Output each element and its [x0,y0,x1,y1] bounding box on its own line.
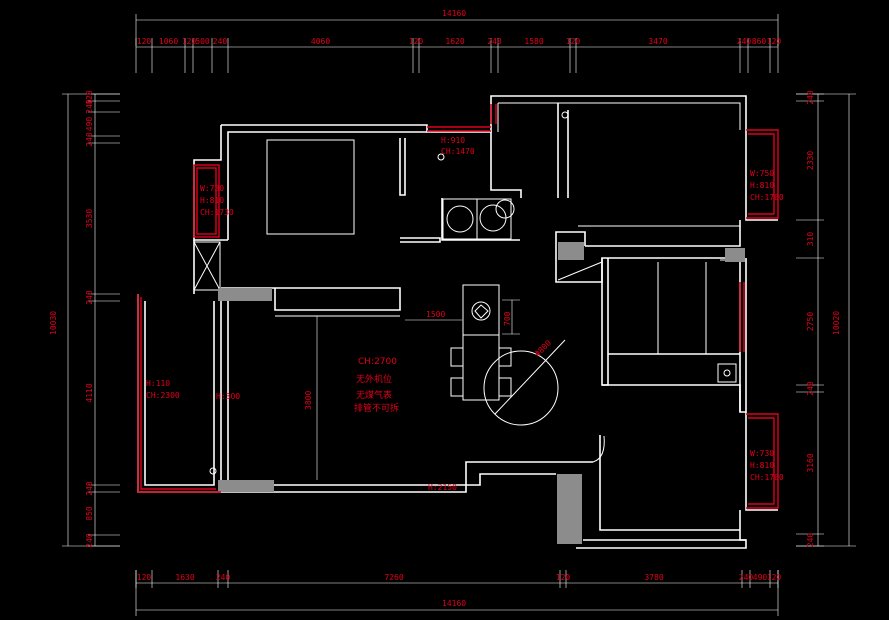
right-dimension-chain: 10020 240 2330 310 2750 240 3160 240 [796,90,856,547]
bottom-total-dimension: 14160 [442,599,466,608]
no-gas-annotation: 无煤气表 [356,389,392,401]
dryer [476,198,512,240]
top-segment-label: 120 [767,37,782,46]
top-segment-label: 240 [487,37,502,46]
windows [137,104,779,509]
bottom-segment-label: 7260 [384,573,403,582]
right-total-dimension: 10020 [832,311,841,335]
furniture [209,111,737,475]
top-total-dimension: 14160 [442,9,466,18]
left-segment-label: 850 [85,506,94,521]
ceiling-height-annotation: CH:2700 [358,357,397,367]
floor-height-annotation: H:2150 [428,483,457,492]
bottom-segment-label: 120 [556,573,571,582]
bottom-segment-label: 120 [767,573,782,582]
top-segment-label: 4060 [311,37,330,46]
top-segment-label: 120 [182,37,197,46]
no-ac-annotation: 无外机位 [356,373,392,385]
left-segment-label: 240 [85,99,94,114]
left-segment-label: 240 [85,290,94,305]
bed [266,139,355,235]
dimension-leaders [316,299,520,480]
top-segment-label: 1060 [159,37,178,46]
top-segment-label: 860 [752,37,767,46]
kitchen-counter [462,284,500,401]
right-segment-label: 240 [806,533,815,548]
bottom-segment-label: 490 [753,573,768,582]
bottom-segment-label: 1630 [175,573,194,582]
bottom-segment-label: 240 [216,573,231,582]
bottom-segment-label: 3780 [644,573,663,582]
left-total-dimension: 10030 [49,311,58,335]
left-segment-label: 4110 [85,383,94,402]
top-segment-label: 1620 [445,37,464,46]
dim-700: 700 [503,311,512,326]
right-segment-label: 240 [806,381,815,396]
left-segment-label: 240 [85,481,94,496]
structural-columns [218,242,745,544]
left-segment-label: 240 [85,533,94,548]
bottom-segment-label: 120 [137,573,152,582]
top-segment-label: 500 [195,37,210,46]
dim-1500: 1500 [426,310,445,319]
sink [717,363,737,383]
right-segment-label: 3160 [806,453,815,472]
top-segment-label: 120 [137,37,152,46]
pipe-annotation: 排管不可拆 [354,402,399,414]
right-segment-label: 240 [806,90,815,105]
left-segment-label: 3530 [85,209,94,228]
left-segment-label: 240 [85,132,94,147]
top-segment-label: 120 [566,37,581,46]
washing-machine [442,198,478,240]
top-segment-label: 240 [213,37,228,46]
top-segment-label: 1580 [524,37,543,46]
wall-height-annotation: H:300 [216,392,240,401]
right-segment-label: 2750 [806,312,815,331]
top-segment-label: 240 [737,37,752,46]
right-segment-label: 2330 [806,151,815,170]
round-table [483,350,559,426]
left-segment-label: 490 [85,117,94,132]
bottom-segment-label: 240 [739,573,754,582]
top-segment-label: 120 [409,37,424,46]
dim-3800: 3800 [304,391,313,410]
right-segment-label: 310 [806,232,815,247]
top-segment-label: 3470 [648,37,667,46]
left-segment-label: 120 [85,90,94,105]
